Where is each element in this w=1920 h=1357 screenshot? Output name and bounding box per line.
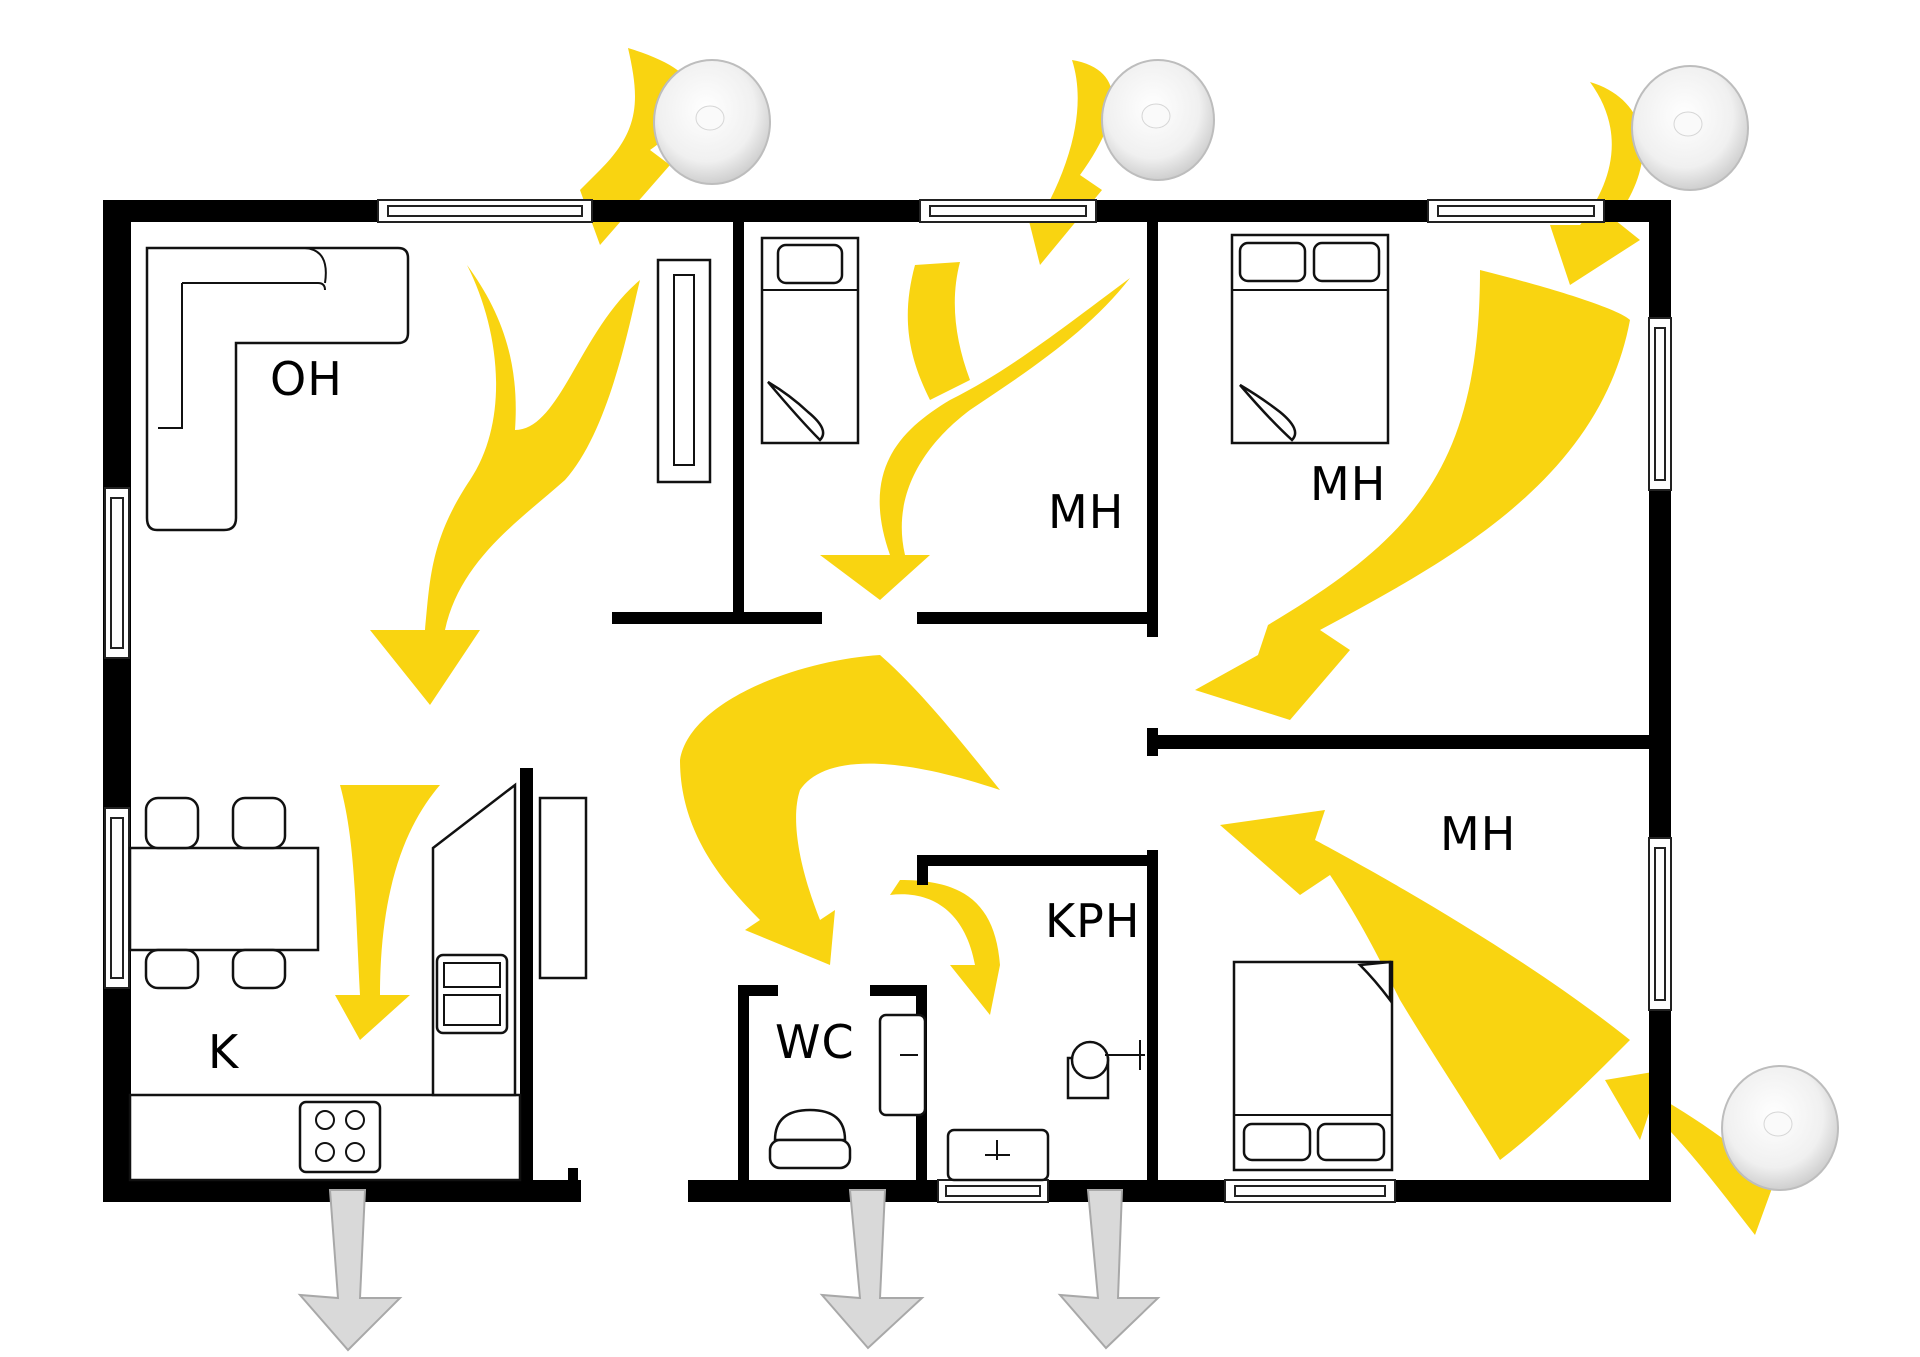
windows xyxy=(104,199,1672,1203)
tv-stand xyxy=(656,258,712,484)
sofa xyxy=(145,246,410,532)
supply-arrow-icon xyxy=(1605,1070,1775,1235)
window xyxy=(377,199,593,223)
supply-arrow-icon xyxy=(335,785,440,1040)
exhaust-arrow-icon xyxy=(297,1189,403,1352)
supply-arrow-icon xyxy=(890,880,1000,1015)
room-label-k: K xyxy=(208,1025,240,1079)
bathroom-sink xyxy=(946,1128,1050,1182)
dining-table xyxy=(128,796,320,990)
room-label-wc: WC xyxy=(775,1015,855,1069)
furniture xyxy=(128,233,1394,1182)
room-label-mh-top-right: MH xyxy=(1310,457,1386,511)
exhaust-arrow-icon xyxy=(819,1189,925,1350)
exhaust-arrow-icon xyxy=(1057,1189,1161,1350)
room-label-oh: OH xyxy=(270,352,343,406)
wc-sink xyxy=(878,1013,927,1117)
round-wall-vent-icon xyxy=(1101,59,1215,181)
window xyxy=(919,199,1097,223)
supply-arrow-icon xyxy=(820,262,1130,600)
window xyxy=(1648,837,1672,1011)
supply-arrow-icon xyxy=(1550,82,1643,285)
window xyxy=(104,487,130,659)
window xyxy=(1427,199,1605,223)
exhaust-arrows xyxy=(297,1189,1161,1352)
shower xyxy=(1066,1040,1145,1100)
supply-vents xyxy=(653,59,1839,1191)
supply-arrow-icon xyxy=(1195,270,1630,720)
window xyxy=(104,807,130,989)
room-label-mh-top-middle: MH xyxy=(1048,485,1124,539)
window xyxy=(1224,1179,1396,1203)
round-wall-vent-icon xyxy=(653,59,771,185)
room-label-kph: KPH xyxy=(1045,894,1141,948)
supply-arrow-icon xyxy=(1025,60,1113,265)
window xyxy=(1648,317,1672,491)
supply-arrow-icon xyxy=(680,655,1000,965)
supply-arrow-icon xyxy=(370,265,640,705)
room-label-mh-bottom-right: MH xyxy=(1440,807,1516,861)
window xyxy=(937,1179,1049,1203)
supply-arrow-icon xyxy=(1220,810,1630,1160)
round-wall-vent-icon xyxy=(1631,65,1749,191)
supply-airflow-arrows xyxy=(335,48,1775,1235)
toilet xyxy=(768,1108,852,1170)
room-labels: OH MH MH MH K KPH WC xyxy=(208,352,1516,1079)
double-bed xyxy=(1232,960,1394,1172)
double-bed xyxy=(1230,233,1390,445)
single-bed xyxy=(760,236,860,445)
kitchen-counter xyxy=(128,782,588,1182)
round-wall-vent-icon xyxy=(1721,1065,1839,1191)
